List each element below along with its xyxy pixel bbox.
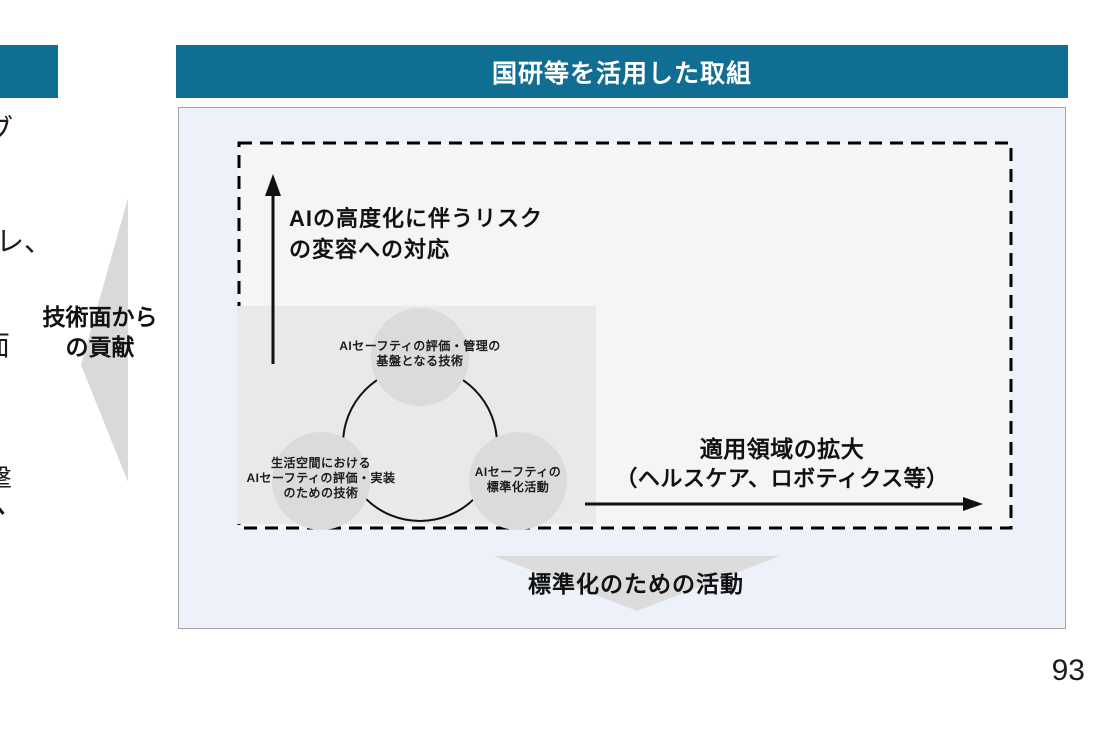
- right-arrow-icon: [585, 497, 983, 511]
- section-header: 国研等を活用した取組: [176, 45, 1068, 98]
- left-chevron-icon: [81, 198, 128, 482]
- cutoff-text-fragment: ブ: [0, 108, 13, 148]
- technical-contribution-label: 技術面から の貢献: [42, 304, 158, 360]
- cutoff-text-fragment-stroke: [0, 502, 5, 515]
- circle-label-evaluation-tech: AIセーフティの評価・管理の 基盤となる技術: [339, 339, 501, 368]
- cutoff-text-fragment: 面: [0, 324, 10, 364]
- cutoff-text-fragment: 撃: [0, 458, 12, 498]
- left-column-header-fragment: [0, 45, 58, 98]
- circle-label-living-space: 生活空間における AIセーフティの評価・実装 のための技術: [246, 456, 396, 500]
- cutoff-text-fragment: レ、: [0, 226, 53, 257]
- circle-node-standardization: [469, 432, 567, 530]
- risk-axis-label: AIの高度化に伴うリスク の変容への対応: [289, 206, 544, 262]
- circle-label-standardization: AIセーフティの 標準化活動: [474, 465, 562, 494]
- circle-node-evaluation-tech: [371, 308, 469, 406]
- expand-axis-label: 適用領域の拡大 （ヘルスケア、ロボティクス等）: [615, 436, 949, 491]
- page-number: 93: [1051, 654, 1085, 687]
- up-arrow-icon: [265, 174, 281, 364]
- standardization-activity-label: 標準化のための活動: [528, 571, 744, 597]
- down-chevron-icon: [494, 556, 780, 611]
- section-header-title: 国研等を活用した取組: [491, 59, 752, 88]
- circle-node-living-space: [272, 432, 370, 530]
